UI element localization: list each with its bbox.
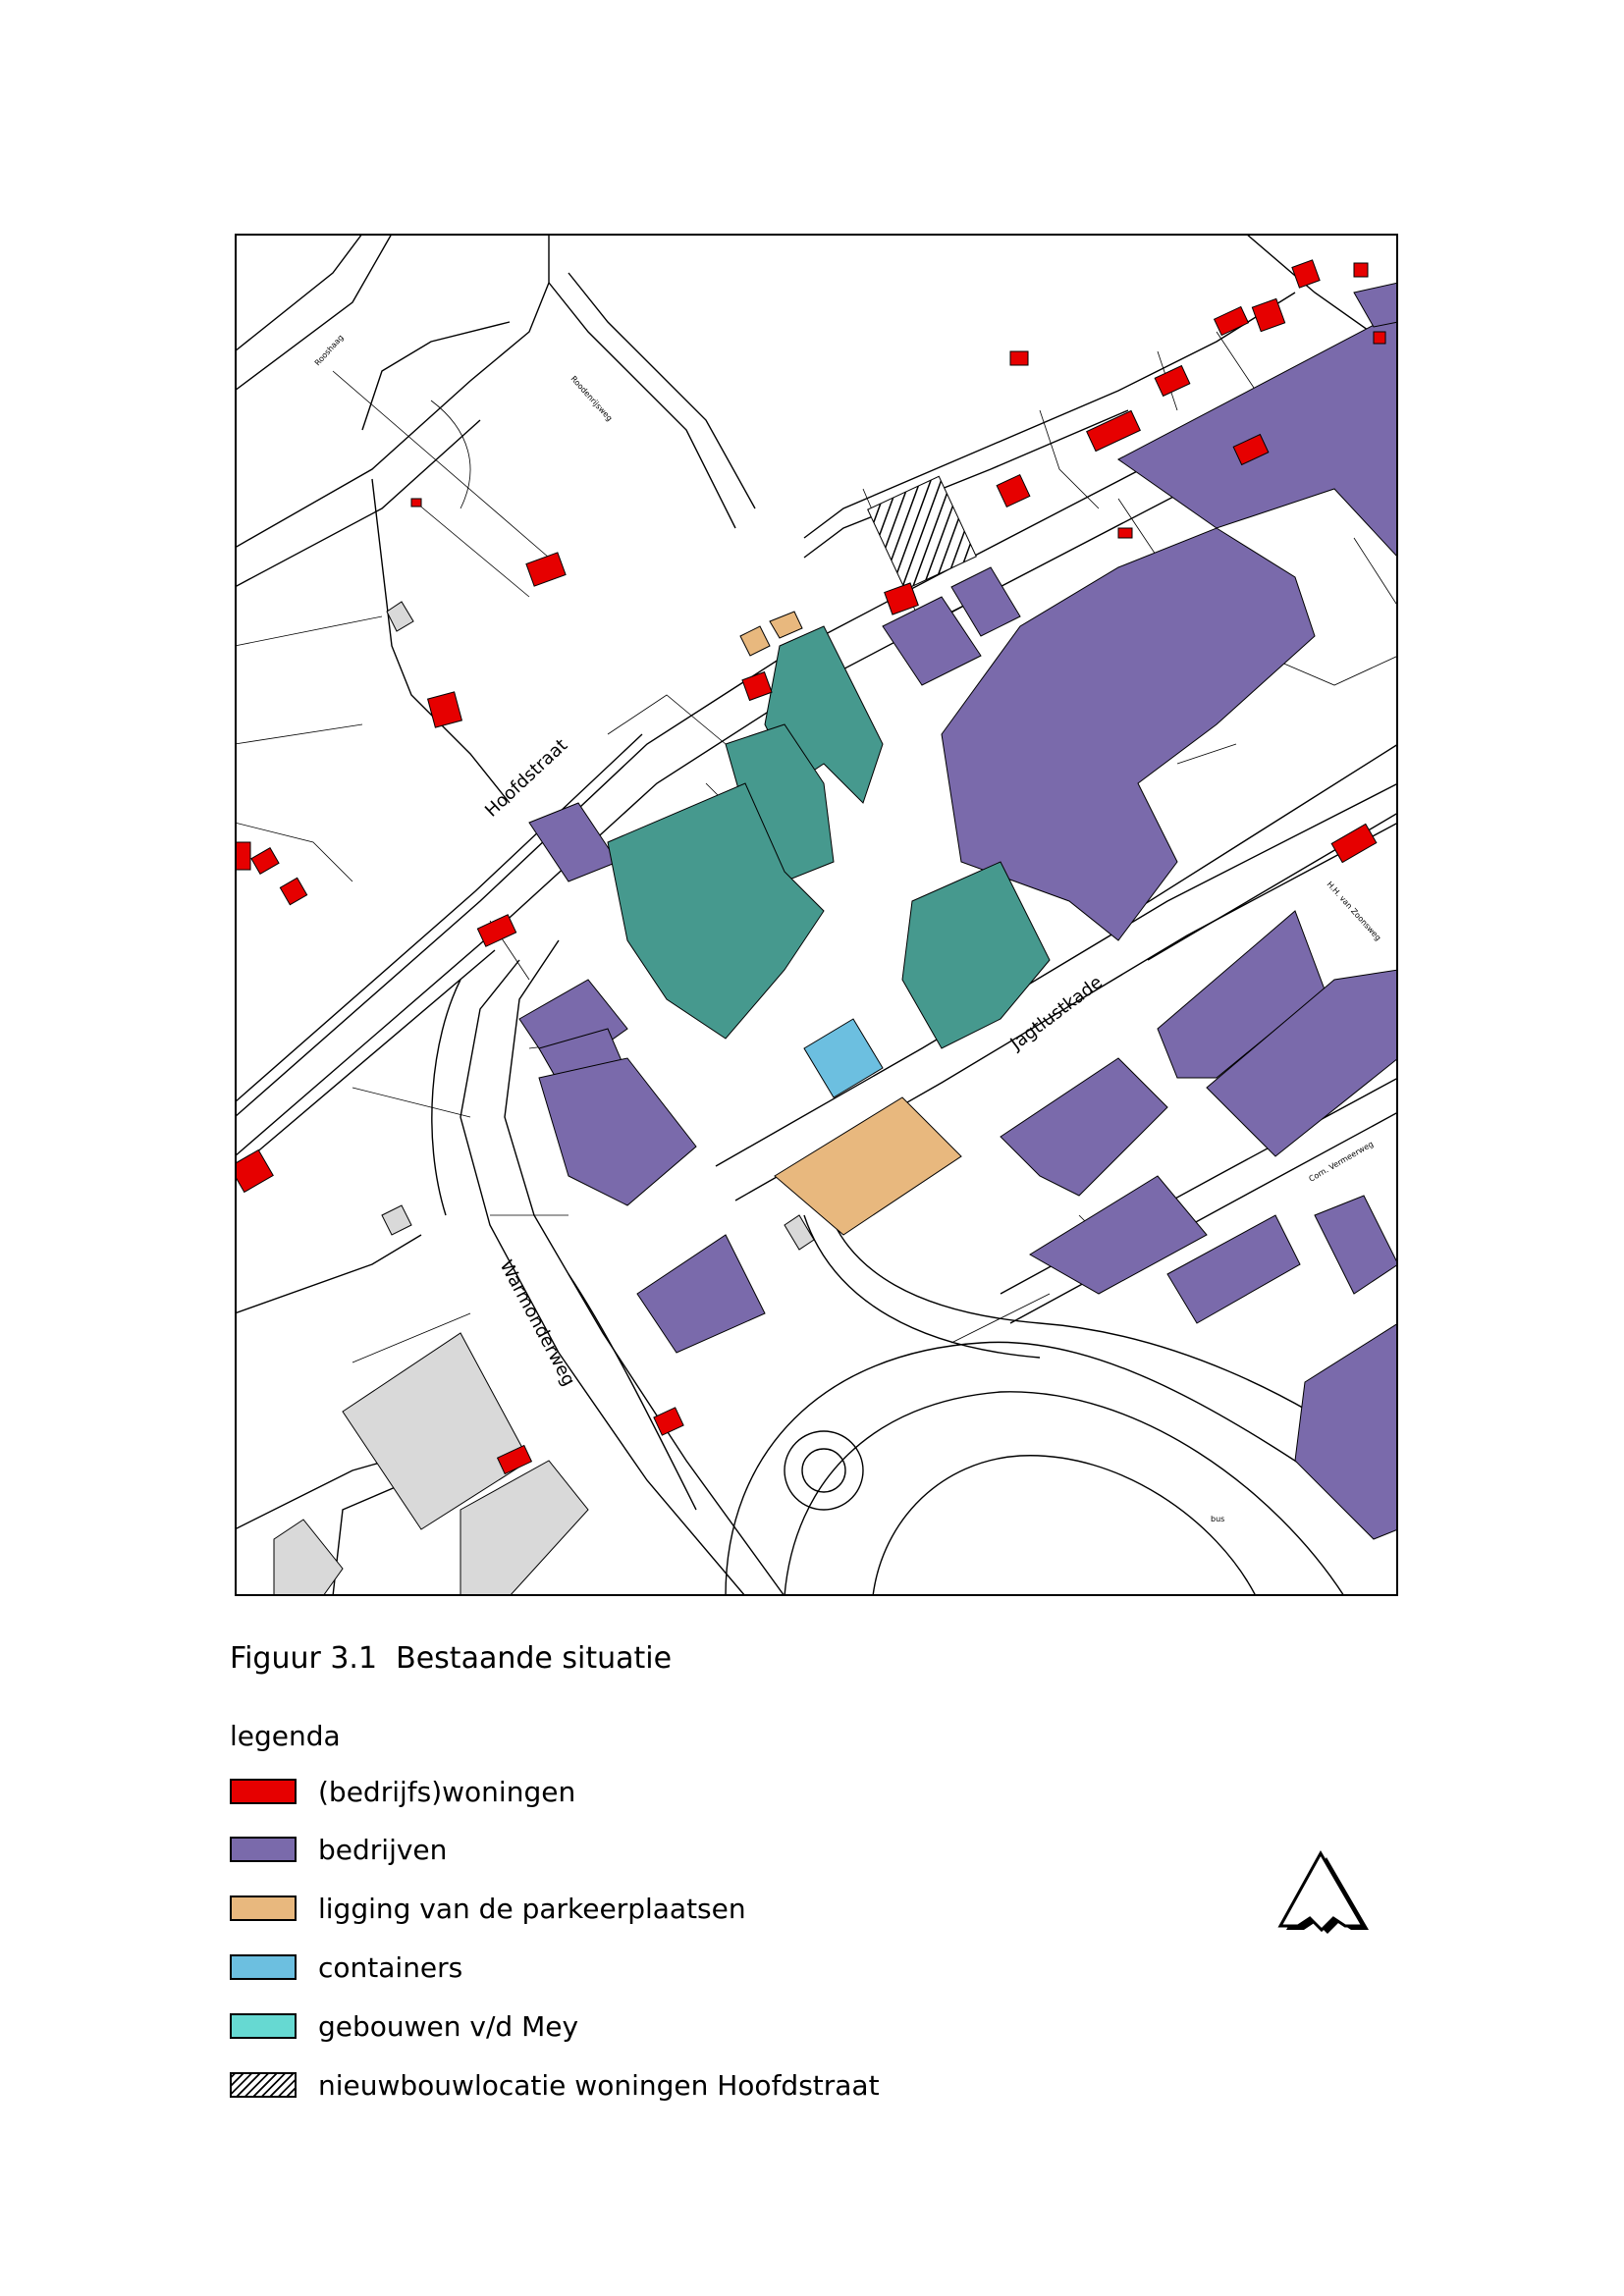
woningen-buildings [235, 259, 1386, 1475]
figure-number: Figuur 3.1 [230, 1641, 378, 1676]
nieuwbouwlocatie-hatch [867, 475, 977, 591]
legend-title: legenda [230, 1720, 341, 1752]
paved-areas [273, 601, 815, 1596]
north-arrow-icon [1267, 1845, 1375, 1944]
legend-label-mey: gebouwen v/d Mey [318, 2009, 579, 2043]
map-border [235, 234, 1398, 1596]
legend-item-woningen: (bedrijfs)woningen [230, 1775, 576, 1808]
legend-item-nieuwbouw: nieuwbouwlocatie woningen Hoofdstraat [230, 2068, 880, 2102]
legend-label-containers: containers [318, 1950, 463, 1984]
street-bus: bus [1211, 1515, 1224, 1523]
legend-swatch-bedrijven [230, 1837, 297, 1862]
legend-item-containers: containers [230, 1950, 463, 1984]
legend-item-bedrijven: bedrijven [230, 1833, 448, 1866]
containers-area [803, 1018, 884, 1098]
legend-swatch-woningen [230, 1779, 297, 1804]
legend-label-woningen: (bedrijfs)woningen [318, 1775, 576, 1808]
legend-label-nieuwbouw: nieuwbouwlocatie woningen Hoofdstraat [318, 2068, 880, 2102]
legend-item-parkeer: ligging van de parkeerplaatsen [230, 1892, 746, 1925]
legend-swatch-mey [230, 2013, 297, 2039]
legend-swatch-containers [230, 1954, 297, 1980]
bedrijven-buildings [518, 282, 1398, 1540]
figure-title: Bestaande situatie [396, 1641, 673, 1676]
legend-label-parkeer: ligging van de parkeerplaatsen [318, 1892, 746, 1925]
figure-caption: Figuur 3.1 Bestaande situatie [230, 1641, 672, 1676]
legend-item-mey: gebouwen v/d Mey [230, 2009, 579, 2043]
legend-swatch-parkeer [230, 1896, 297, 1921]
mey-buildings [607, 625, 1051, 1049]
parkeer-areas [739, 611, 962, 1236]
legend-swatch-nieuwbouw [230, 2072, 297, 2098]
legend-label-bedrijven: bedrijven [318, 1833, 448, 1866]
site-map: Hoofdstraat Warmonderweg Jagtlustkade Ro… [235, 234, 1398, 1596]
